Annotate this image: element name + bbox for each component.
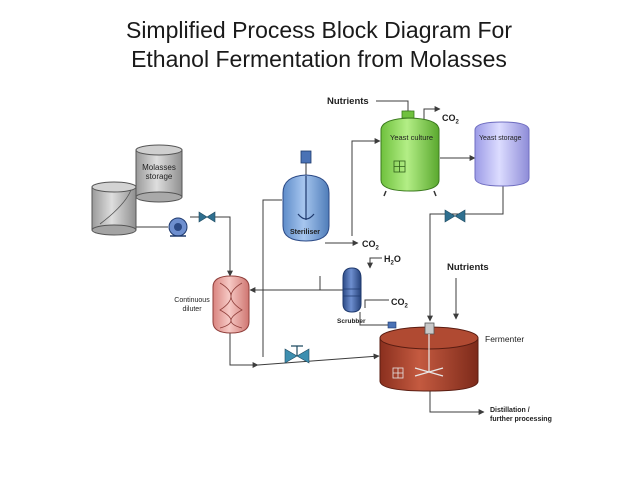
co2-steriliser-label: CO2 bbox=[362, 239, 380, 252]
h2o-label: H2O bbox=[384, 254, 401, 267]
storage-tank-back bbox=[135, 144, 183, 203]
svg-text:CO2: CO2 bbox=[442, 113, 460, 126]
motor-icon bbox=[300, 150, 312, 164]
distillation-label-1: Distillation / bbox=[490, 407, 530, 414]
heat-exchanger-icon bbox=[393, 160, 406, 173]
molasses-storage-tanks: Molasses storage bbox=[91, 144, 183, 236]
scrubber-label: Scrubber bbox=[337, 318, 366, 325]
pump-icon bbox=[168, 217, 188, 237]
valve-icon-yeast bbox=[444, 209, 466, 223]
valve-icon-feed bbox=[284, 345, 310, 364]
scrubber: Scrubber bbox=[337, 267, 366, 325]
heat-exchanger-icon bbox=[392, 367, 404, 379]
svg-text:CO2: CO2 bbox=[391, 297, 409, 310]
distillation-label-2: further processing bbox=[490, 416, 552, 423]
agitator-icon bbox=[297, 213, 315, 220]
title-line-2: Ethanol Fermentation from Molasses bbox=[131, 46, 507, 72]
molasses-storage-label-1: Molasses bbox=[142, 163, 176, 172]
nutrients-right-label: Nutrients bbox=[447, 262, 489, 273]
continuous-diluter: Continuous diluter bbox=[174, 275, 250, 334]
svg-text:CO2: CO2 bbox=[362, 239, 380, 252]
title-line-1: Simplified Process Block Diagram For bbox=[125, 17, 512, 43]
valve-icon-molasses bbox=[198, 211, 216, 223]
steriliser: Steriliser bbox=[282, 150, 330, 242]
nutrients-top-label: Nutrients bbox=[327, 96, 369, 107]
agitator-icon bbox=[414, 367, 444, 377]
co2-top-label: CO2 bbox=[442, 113, 460, 126]
fermenter: Fermenter bbox=[379, 321, 524, 392]
molasses-storage-label-2: storage bbox=[146, 172, 173, 181]
continuous-diluter-label-2: diluter bbox=[182, 306, 202, 313]
motor-icon bbox=[424, 322, 435, 335]
yeast-storage-tank: Yeast storage bbox=[474, 121, 530, 187]
svg-text:H2O: H2O bbox=[384, 254, 401, 267]
yeast-culture-tank: Yeast culture bbox=[380, 110, 440, 197]
yeast-storage-label: Yeast storage bbox=[479, 135, 522, 142]
yeast-culture-label: Yeast culture bbox=[390, 133, 433, 142]
steriliser-label: Steriliser bbox=[290, 229, 320, 236]
co2-scrubber-label: CO2 bbox=[391, 297, 409, 310]
continuous-diluter-label-1: Continuous bbox=[174, 297, 210, 304]
pipes bbox=[136, 100, 504, 415]
diagram-title: Simplified Process Block Diagram For Eth… bbox=[0, 16, 638, 74]
fermenter-label: Fermenter bbox=[485, 334, 524, 344]
storage-tank-front bbox=[91, 181, 137, 236]
